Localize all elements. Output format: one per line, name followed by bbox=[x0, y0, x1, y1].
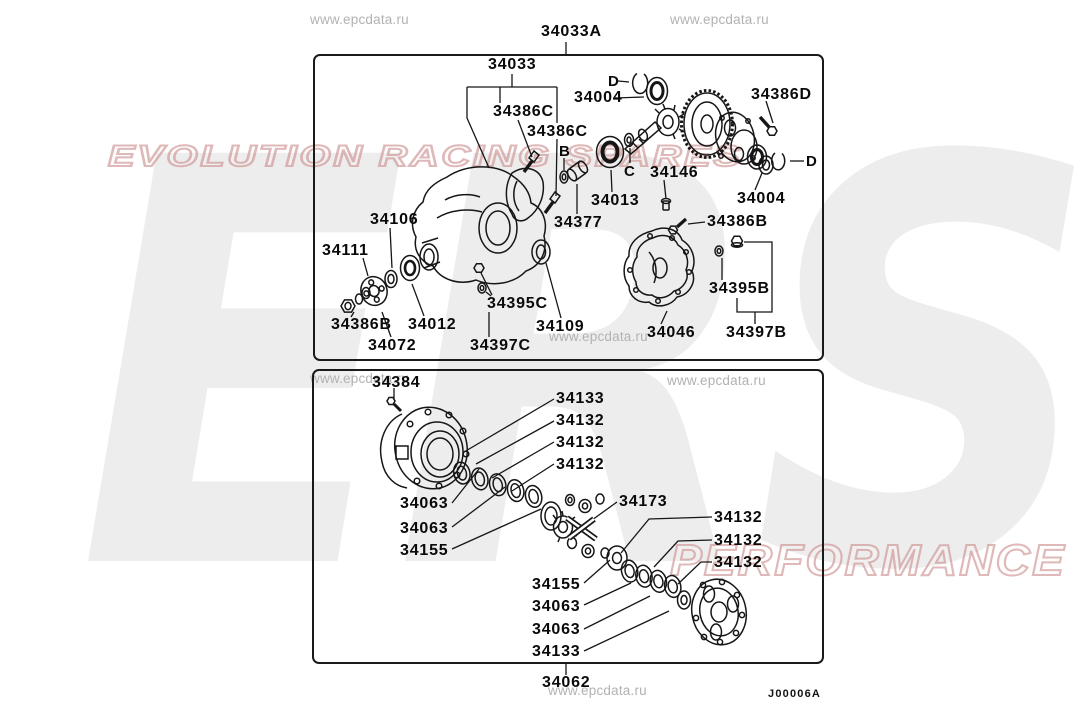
part-label-34063: 34063 bbox=[532, 598, 581, 615]
part-label-34004: 34004 bbox=[737, 190, 786, 207]
epcdata-watermark: www.epcdata.ru bbox=[310, 12, 409, 27]
part-label-B: B bbox=[559, 143, 571, 160]
part-label-34146: 34146 bbox=[650, 164, 699, 181]
part-label-34046: 34046 bbox=[647, 324, 696, 341]
part-label-D: D bbox=[806, 153, 818, 170]
epcdata-watermark: www.epcdata.ru bbox=[310, 371, 409, 386]
part-label-34377: 34377 bbox=[554, 214, 603, 231]
epcdata-watermark: www.epcdata.ru bbox=[549, 329, 648, 344]
part-label-34013: 34013 bbox=[591, 192, 640, 209]
part-label-34132: 34132 bbox=[556, 434, 605, 451]
part-label-34109: 34109 bbox=[536, 318, 585, 335]
part-label-34386C: 34386C bbox=[493, 103, 554, 120]
part-label-34155: 34155 bbox=[400, 542, 449, 559]
part-label-34132: 34132 bbox=[714, 509, 763, 526]
epcdata-watermark: www.epcdata.ru bbox=[548, 683, 647, 698]
upper-diagram-box bbox=[313, 54, 824, 361]
part-label-34395C: 34395C bbox=[487, 295, 548, 312]
performance-watermark: PERFORMANCE bbox=[669, 535, 1067, 586]
part-label-34012: 34012 bbox=[408, 316, 457, 333]
part-label-34397C: 34397C bbox=[470, 337, 531, 354]
part-label-C: C bbox=[624, 163, 636, 180]
epcdata-watermark: www.epcdata.ru bbox=[670, 12, 769, 27]
part-label-34397B: 34397B bbox=[726, 324, 787, 341]
part-label-D: D bbox=[608, 73, 620, 90]
part-label-34063: 34063 bbox=[400, 520, 449, 537]
part-label-34132: 34132 bbox=[714, 554, 763, 571]
part-label-34132: 34132 bbox=[714, 532, 763, 549]
lower-diagram-box bbox=[312, 369, 824, 664]
drawing-code: J00006A bbox=[768, 688, 822, 700]
part-label-34386B: 34386B bbox=[707, 213, 768, 230]
part-label-34111: 34111 bbox=[322, 242, 369, 259]
part-label-34386B: 34386B bbox=[331, 316, 392, 333]
part-label-34106: 34106 bbox=[370, 211, 419, 228]
part-label-34063: 34063 bbox=[532, 621, 581, 638]
part-label-34133: 34133 bbox=[532, 643, 581, 660]
part-label-34395B: 34395B bbox=[709, 280, 770, 297]
part-label-34173: 34173 bbox=[619, 493, 668, 510]
part-label-34072: 34072 bbox=[368, 337, 417, 354]
leader-lines bbox=[350, 42, 804, 675]
part-label-34132: 34132 bbox=[556, 456, 605, 473]
part-label-34062: 34062 bbox=[542, 674, 591, 691]
carrier-assembly-drawing bbox=[340, 72, 786, 313]
differential-case-kit-drawing bbox=[380, 396, 748, 646]
part-label-34033: 34033 bbox=[488, 56, 537, 73]
part-label-34386C: 34386C bbox=[527, 123, 588, 140]
part-label-34063: 34063 bbox=[400, 495, 449, 512]
ers-watermark: ERS bbox=[78, 42, 1080, 694]
part-label-34384: 34384 bbox=[372, 374, 421, 391]
part-label-34033A: 34033A bbox=[541, 23, 602, 40]
part-label-34155: 34155 bbox=[532, 576, 581, 593]
part-label-34004: 34004 bbox=[574, 89, 623, 106]
part-label-34133: 34133 bbox=[556, 390, 605, 407]
part-label-34386D: 34386D bbox=[751, 86, 812, 103]
epcdata-watermark: www.epcdata.ru bbox=[667, 373, 766, 388]
part-label-34132: 34132 bbox=[556, 412, 605, 429]
